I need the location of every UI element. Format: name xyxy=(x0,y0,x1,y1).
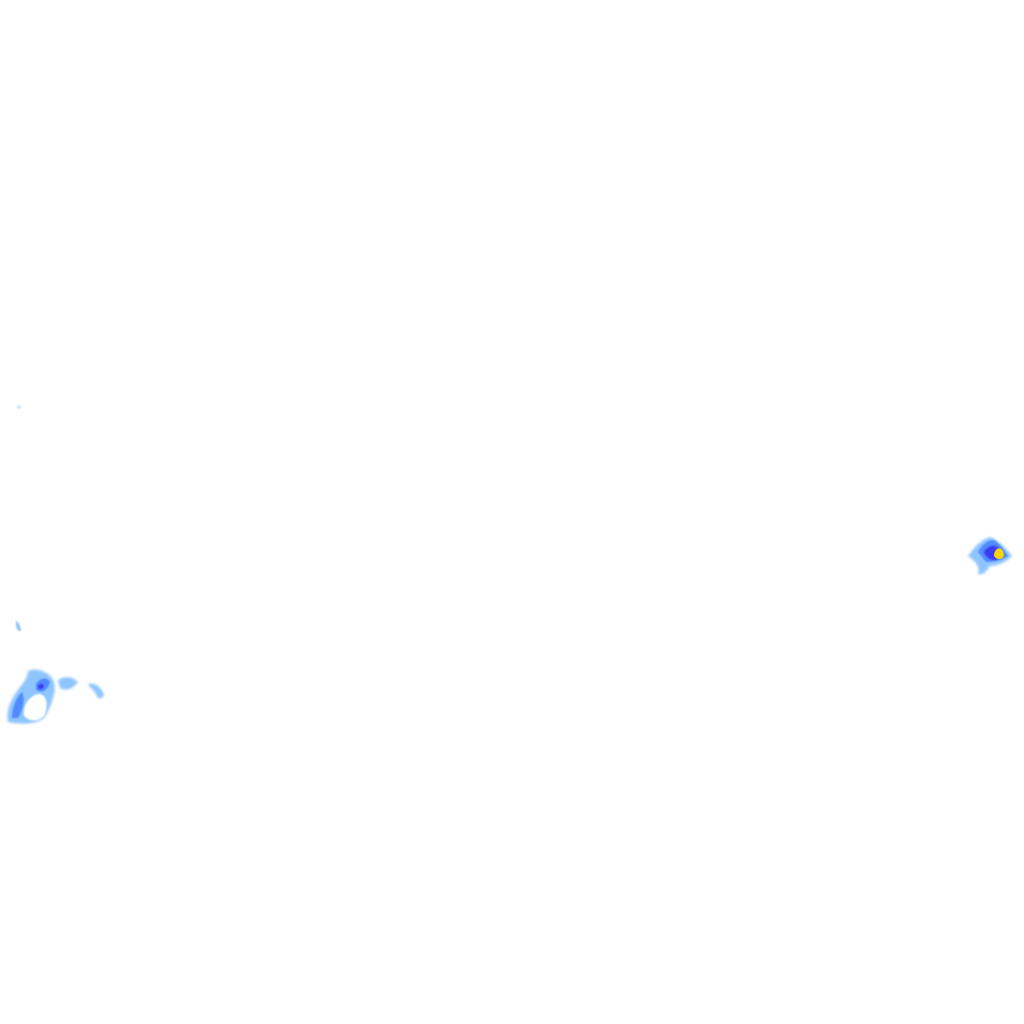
echo-core-east xyxy=(994,548,1004,560)
echo-speck-west-mid xyxy=(16,620,21,632)
echo-cluster-southwest xyxy=(7,669,104,724)
echo-speck-west-upper xyxy=(16,405,22,409)
echo-cell-east xyxy=(968,537,1012,575)
